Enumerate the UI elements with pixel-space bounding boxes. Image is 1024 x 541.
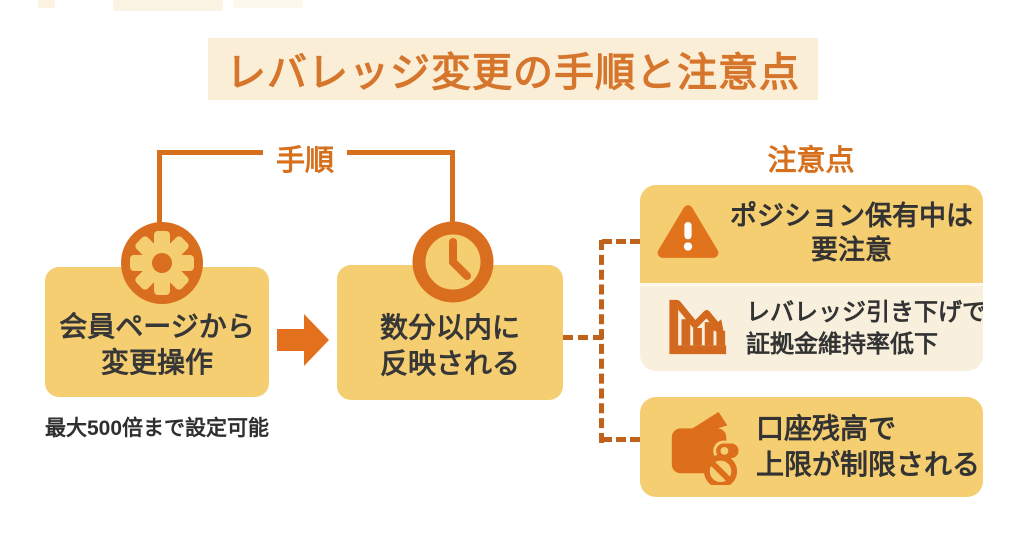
dashed-connector bbox=[599, 240, 604, 443]
caution-1-detail: レバレッジ引き下げで 証拠金維持率低下 bbox=[640, 286, 983, 371]
cautions-label: 注意点 bbox=[767, 145, 855, 177]
arrow-right-icon bbox=[277, 312, 331, 373]
caution-1-line-2: 要注意 bbox=[811, 235, 892, 265]
step-1-text-line-1: 会員ページから bbox=[59, 311, 255, 343]
caution-1-detail-text: レバレッジ引き下げで 証拠金維持率低下 bbox=[746, 297, 983, 359]
caution-item-2: 口座残高で 上限が制限される bbox=[640, 397, 983, 497]
bracket-line bbox=[157, 150, 263, 155]
procedure-step-2-box: 数分以内に 反映される bbox=[337, 265, 563, 400]
clock-icon bbox=[412, 221, 494, 308]
caution-2-line-1: 口座残高で bbox=[756, 413, 897, 445]
bracket-line bbox=[347, 150, 450, 155]
bracket-line bbox=[157, 150, 162, 224]
title-banner: レバレッジ変更の手順と注意点 bbox=[208, 38, 818, 100]
caution-2-line-2: 上限が制限される bbox=[756, 449, 981, 480]
caution-1-line-1: ポジション保有中は bbox=[730, 201, 973, 232]
caution-1-detail-line-2: 証拠金維持率低下 bbox=[746, 330, 938, 358]
caution-1-main: ポジション保有中は 要注意 bbox=[640, 185, 983, 286]
dashed-connector bbox=[563, 335, 603, 340]
caution-1-detail-line-1: レバレッジ引き下げで bbox=[746, 299, 983, 327]
caution-1-text: ポジション保有中は 要注意 bbox=[720, 200, 983, 268]
decoration-mark bbox=[38, 0, 55, 8]
step-1-caption: 最大500倍まで設定可能 bbox=[44, 417, 270, 440]
caution-item-1: ポジション保有中は 要注意 レバレッジ引き bbox=[640, 185, 983, 371]
step-2-text-line-1: 数分以内に bbox=[379, 311, 520, 343]
wallet-restricted-icon bbox=[664, 405, 742, 490]
step-1-text-line-2: 変更操作 bbox=[100, 347, 213, 378]
gear-icon bbox=[121, 222, 203, 304]
decoration-mark bbox=[113, 0, 223, 11]
dashed-connector bbox=[602, 239, 640, 244]
decoration-mark bbox=[233, 0, 303, 8]
caution-2-text: 口座残高で 上限が制限される bbox=[756, 411, 980, 483]
dashed-connector bbox=[602, 437, 640, 442]
declining-bar-chart-icon bbox=[666, 294, 730, 363]
procedure-label: 手順 bbox=[275, 145, 334, 177]
page-title: レバレッジ変更の手順と注意点 bbox=[226, 51, 800, 95]
warning-triangle-icon bbox=[656, 203, 720, 266]
bracket-line bbox=[450, 150, 455, 224]
step-2-text-line-2: 反映される bbox=[379, 347, 520, 379]
